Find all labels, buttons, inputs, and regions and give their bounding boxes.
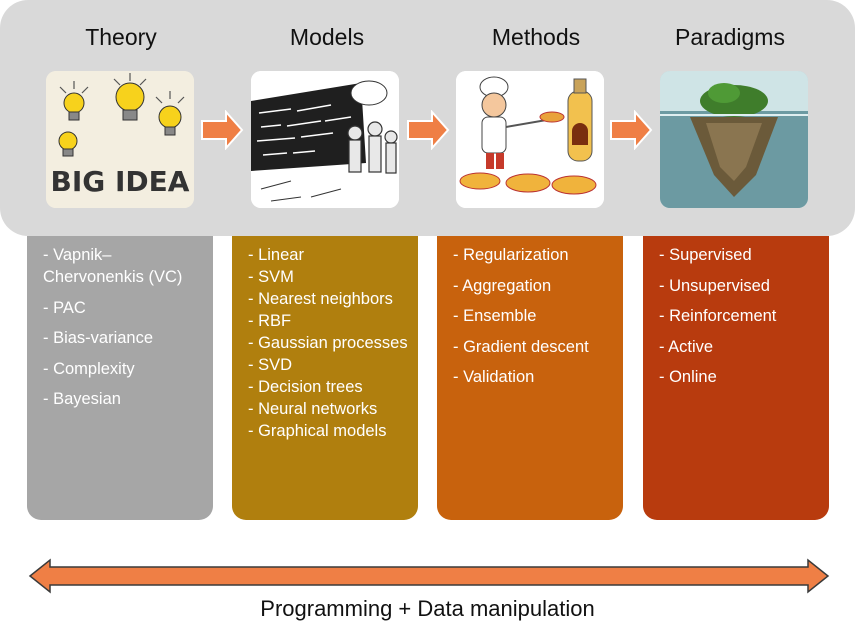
flow-arrow-methods-paradigms: [610, 110, 653, 150]
models-card: - Linear - SVM - Nearest neighbors - RBF…: [232, 236, 418, 520]
theory-list: - Vapnik–Chervonenkis (VC) - PAC - Bias-…: [43, 244, 205, 410]
list-item: - SVM: [248, 268, 294, 286]
list-item: - Bias-variance: [43, 329, 154, 347]
double-headed-arrow-icon: [28, 558, 830, 594]
list-item: - Unsupervised: [659, 276, 770, 295]
list-item: - RBF: [248, 312, 292, 330]
theory-card: - Vapnik–Chervonenkis (VC) - PAC - Bias-…: [27, 236, 213, 520]
big-idea-lightbulbs-icon: BIG IDEA: [46, 71, 194, 208]
column-title-methods: Methods: [491, 24, 581, 50]
list-item: - Vapnik–Chervonenkis (VC): [43, 246, 183, 286]
list-item: - Decision trees: [248, 378, 363, 396]
flow-arrow-models-methods: [407, 110, 450, 150]
list-item: - Supervised: [659, 246, 752, 264]
chef-with-pizza-oven-icon: [456, 71, 604, 208]
list-item: - Gradient descent: [453, 337, 589, 356]
list-item: - Graphical models: [248, 422, 387, 440]
list-item: - Regularization: [453, 246, 569, 264]
column-title-paradigms: Paradigms: [675, 24, 785, 50]
list-item: - Bayesian: [43, 390, 121, 408]
list-item: - Neural networks: [248, 400, 378, 418]
column-title-models: Models: [289, 24, 365, 50]
list-item: - Active: [659, 337, 714, 356]
methods-list: - Regularization - Aggregation - Ensembl…: [453, 244, 615, 388]
list-item: - Ensemble: [453, 307, 537, 325]
paradigms-card: - Supervised - Unsupervised - Reinforcem…: [643, 236, 829, 520]
scientists-at-chalkboard-icon: [251, 71, 399, 208]
list-item: - Complexity: [43, 359, 135, 378]
column-title-theory: Theory: [85, 24, 157, 50]
list-item: - Reinforcement: [659, 307, 777, 325]
bottom-label: Programming + Data manipulation: [260, 596, 595, 621]
list-item: - SVD: [248, 356, 293, 374]
flow-arrow-theory-models: [201, 110, 244, 150]
list-item: - Linear: [248, 246, 304, 264]
list-item: - Online: [659, 368, 717, 386]
list-item: - Nearest neighbors: [248, 290, 393, 308]
list-item: - PAC: [43, 298, 86, 317]
methods-card: - Regularization - Aggregation - Ensembl…: [437, 236, 623, 520]
list-item: - Validation: [453, 368, 535, 386]
floating-island-icon: [660, 71, 808, 208]
models-list: - Linear - SVM - Nearest neighbors - RBF…: [248, 244, 410, 442]
big-idea-text: BIG IDEA: [51, 165, 190, 198]
list-item: - Gaussian processes: [248, 334, 408, 352]
list-item: - Aggregation: [453, 276, 552, 295]
paradigms-list: - Supervised - Unsupervised - Reinforcem…: [659, 244, 821, 388]
